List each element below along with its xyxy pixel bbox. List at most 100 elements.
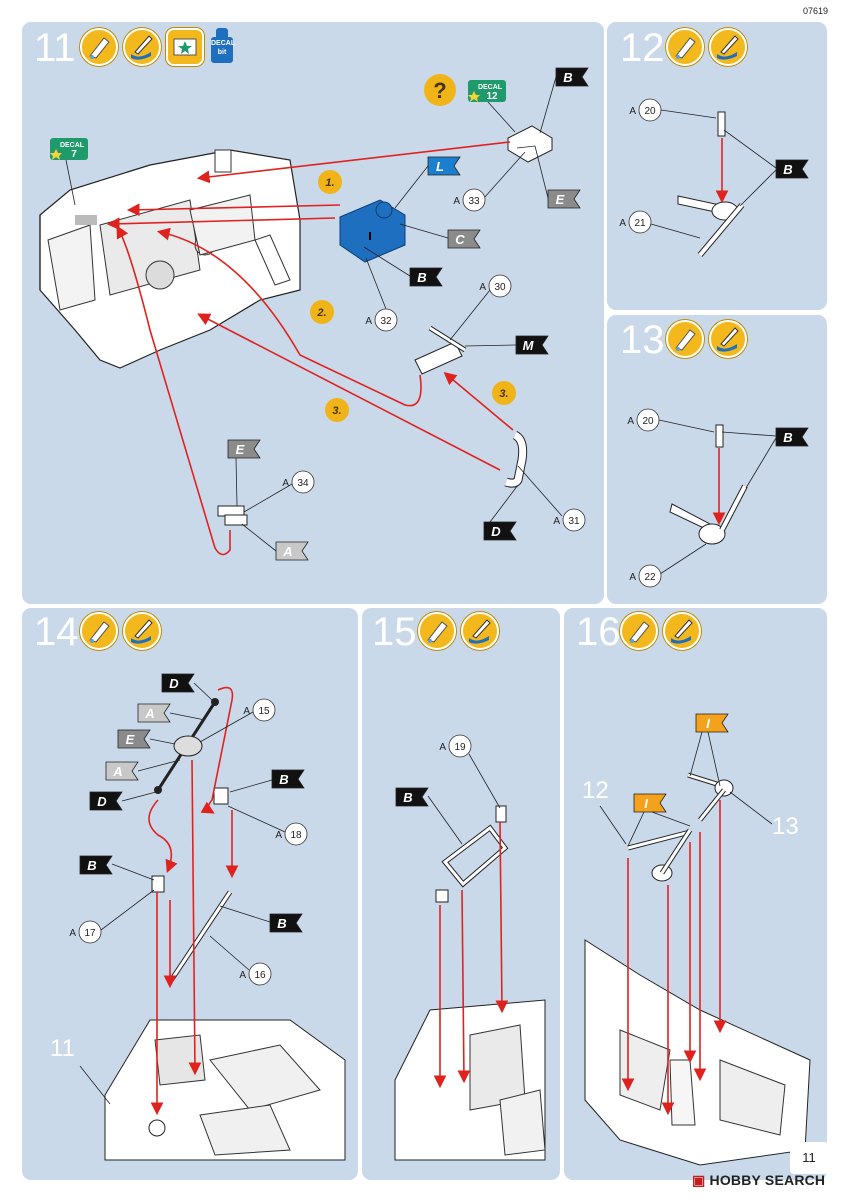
part-number: 33 [468, 196, 480, 207]
color-flag-I-bottom: I [633, 793, 667, 813]
paint-icon [123, 612, 161, 650]
step-15-frame-part [435, 805, 509, 903]
arrow-step14-center [188, 759, 202, 1076]
sprue-letter: A [629, 106, 636, 117]
step-14-icons [80, 612, 161, 650]
color-flag-E-step14: E [117, 729, 151, 749]
step-11-tank-part [339, 199, 406, 263]
step-number-13: 13 [620, 318, 665, 362]
color-flag-E-bracket: E [547, 189, 581, 209]
arrow-step15-mid [457, 889, 471, 1084]
step-11-icons: DECAL bit [80, 28, 235, 66]
arrow-cylinder-to-chassis [156, 227, 422, 407]
sprue-letter: A [243, 706, 250, 717]
step-number-11: 11 [34, 26, 76, 70]
svg-text:?: ? [433, 78, 446, 103]
leaders-layer [65, 76, 777, 1105]
svg-text:2.: 2. [316, 307, 326, 319]
arrow-pipe-to-cylinder [443, 371, 514, 431]
paint-icon [123, 28, 161, 66]
glue-icon [80, 612, 118, 650]
color-flag-D: D [483, 521, 517, 541]
callout-A33: A 33 [453, 188, 486, 212]
step-number-15: 15 [372, 610, 417, 654]
step-13-icons [666, 320, 747, 358]
step-13-panel [607, 315, 827, 604]
step-15-icons [418, 612, 499, 650]
arrow-clamp-to-chassis [116, 225, 231, 556]
paint-icon [709, 320, 747, 358]
paint-icon [663, 612, 701, 650]
color-flag-B-17: B [79, 855, 113, 875]
part-number: 20 [644, 106, 656, 117]
color-flag-A: A [275, 541, 309, 561]
arrow-bracket-to-chassis [196, 141, 511, 184]
color-code-label: B [417, 270, 426, 285]
color-code-label: D [97, 794, 107, 809]
sprue-letter: A [282, 478, 289, 489]
reference-step-11: 11 [50, 1035, 75, 1062]
color-flag-B-bracket: B [555, 67, 589, 87]
sprue-letter: A [275, 830, 282, 841]
part-number: 16 [254, 970, 266, 981]
paint-icon [709, 28, 747, 66]
part-number: 18 [290, 830, 302, 841]
color-code-label: D [491, 524, 501, 539]
callout-A20-step12: A 20 [629, 98, 662, 122]
color-code-label: E [236, 442, 245, 457]
step-12-arm-part [677, 111, 745, 257]
step-number-16: 16 [576, 610, 621, 654]
callout-A34: A 34 [282, 470, 315, 494]
sprue-letter: A [479, 282, 486, 293]
color-flag-D-top: D [161, 673, 195, 693]
sprue-letter: A [553, 516, 560, 527]
reference-step-12: 12 [582, 777, 609, 804]
sprue-letter: A [627, 416, 634, 427]
sprue-letter: A [365, 316, 372, 327]
color-code-label: A [282, 544, 292, 559]
color-flag-A-top: A [137, 703, 171, 723]
svg-text:1.: 1. [325, 177, 334, 189]
sprue-letter: A [629, 572, 636, 583]
substep-badge-3b: 3. [492, 381, 516, 405]
part-number: 19 [454, 742, 466, 753]
question-badge: ? [424, 74, 456, 106]
color-flag-C: C [447, 229, 481, 249]
glue-icon [418, 612, 456, 650]
color-flag-B-tank: B [409, 267, 443, 287]
color-flag-B-18: B [271, 769, 305, 789]
color-flag-L: L [427, 156, 461, 176]
sprue-letter: A [69, 928, 76, 939]
reference-step-13: 13 [772, 813, 799, 840]
part-number: 20 [642, 416, 654, 427]
color-code-label: B [563, 70, 572, 85]
substep-badge-1: 1. [318, 170, 342, 194]
watermark: ▣ HOBBY SEARCH [692, 1172, 826, 1188]
arrow-tank-to-chassis-1 [126, 203, 341, 217]
color-flag-B-step15: B [395, 787, 429, 807]
step-number-12: 12 [620, 26, 665, 70]
color-code-label: E [126, 732, 135, 747]
color-code-label: I [706, 716, 710, 731]
color-flag-I-top: I [695, 713, 729, 733]
arrows-layer [106, 138, 729, 1116]
callout-A20-step13: A 20 [627, 408, 660, 432]
decal-apply-icon [166, 28, 204, 66]
glue-icon [620, 612, 658, 650]
color-code-label: M [523, 338, 535, 353]
part-number: 34 [297, 478, 309, 489]
sprue-letter: A [453, 196, 460, 207]
color-code-label: B [783, 430, 792, 445]
step-14-chassis-drawing [104, 1019, 346, 1161]
arrow-step15-right [495, 821, 509, 1014]
part-number: 32 [380, 316, 392, 327]
callout-A32: A 32 [365, 308, 398, 332]
